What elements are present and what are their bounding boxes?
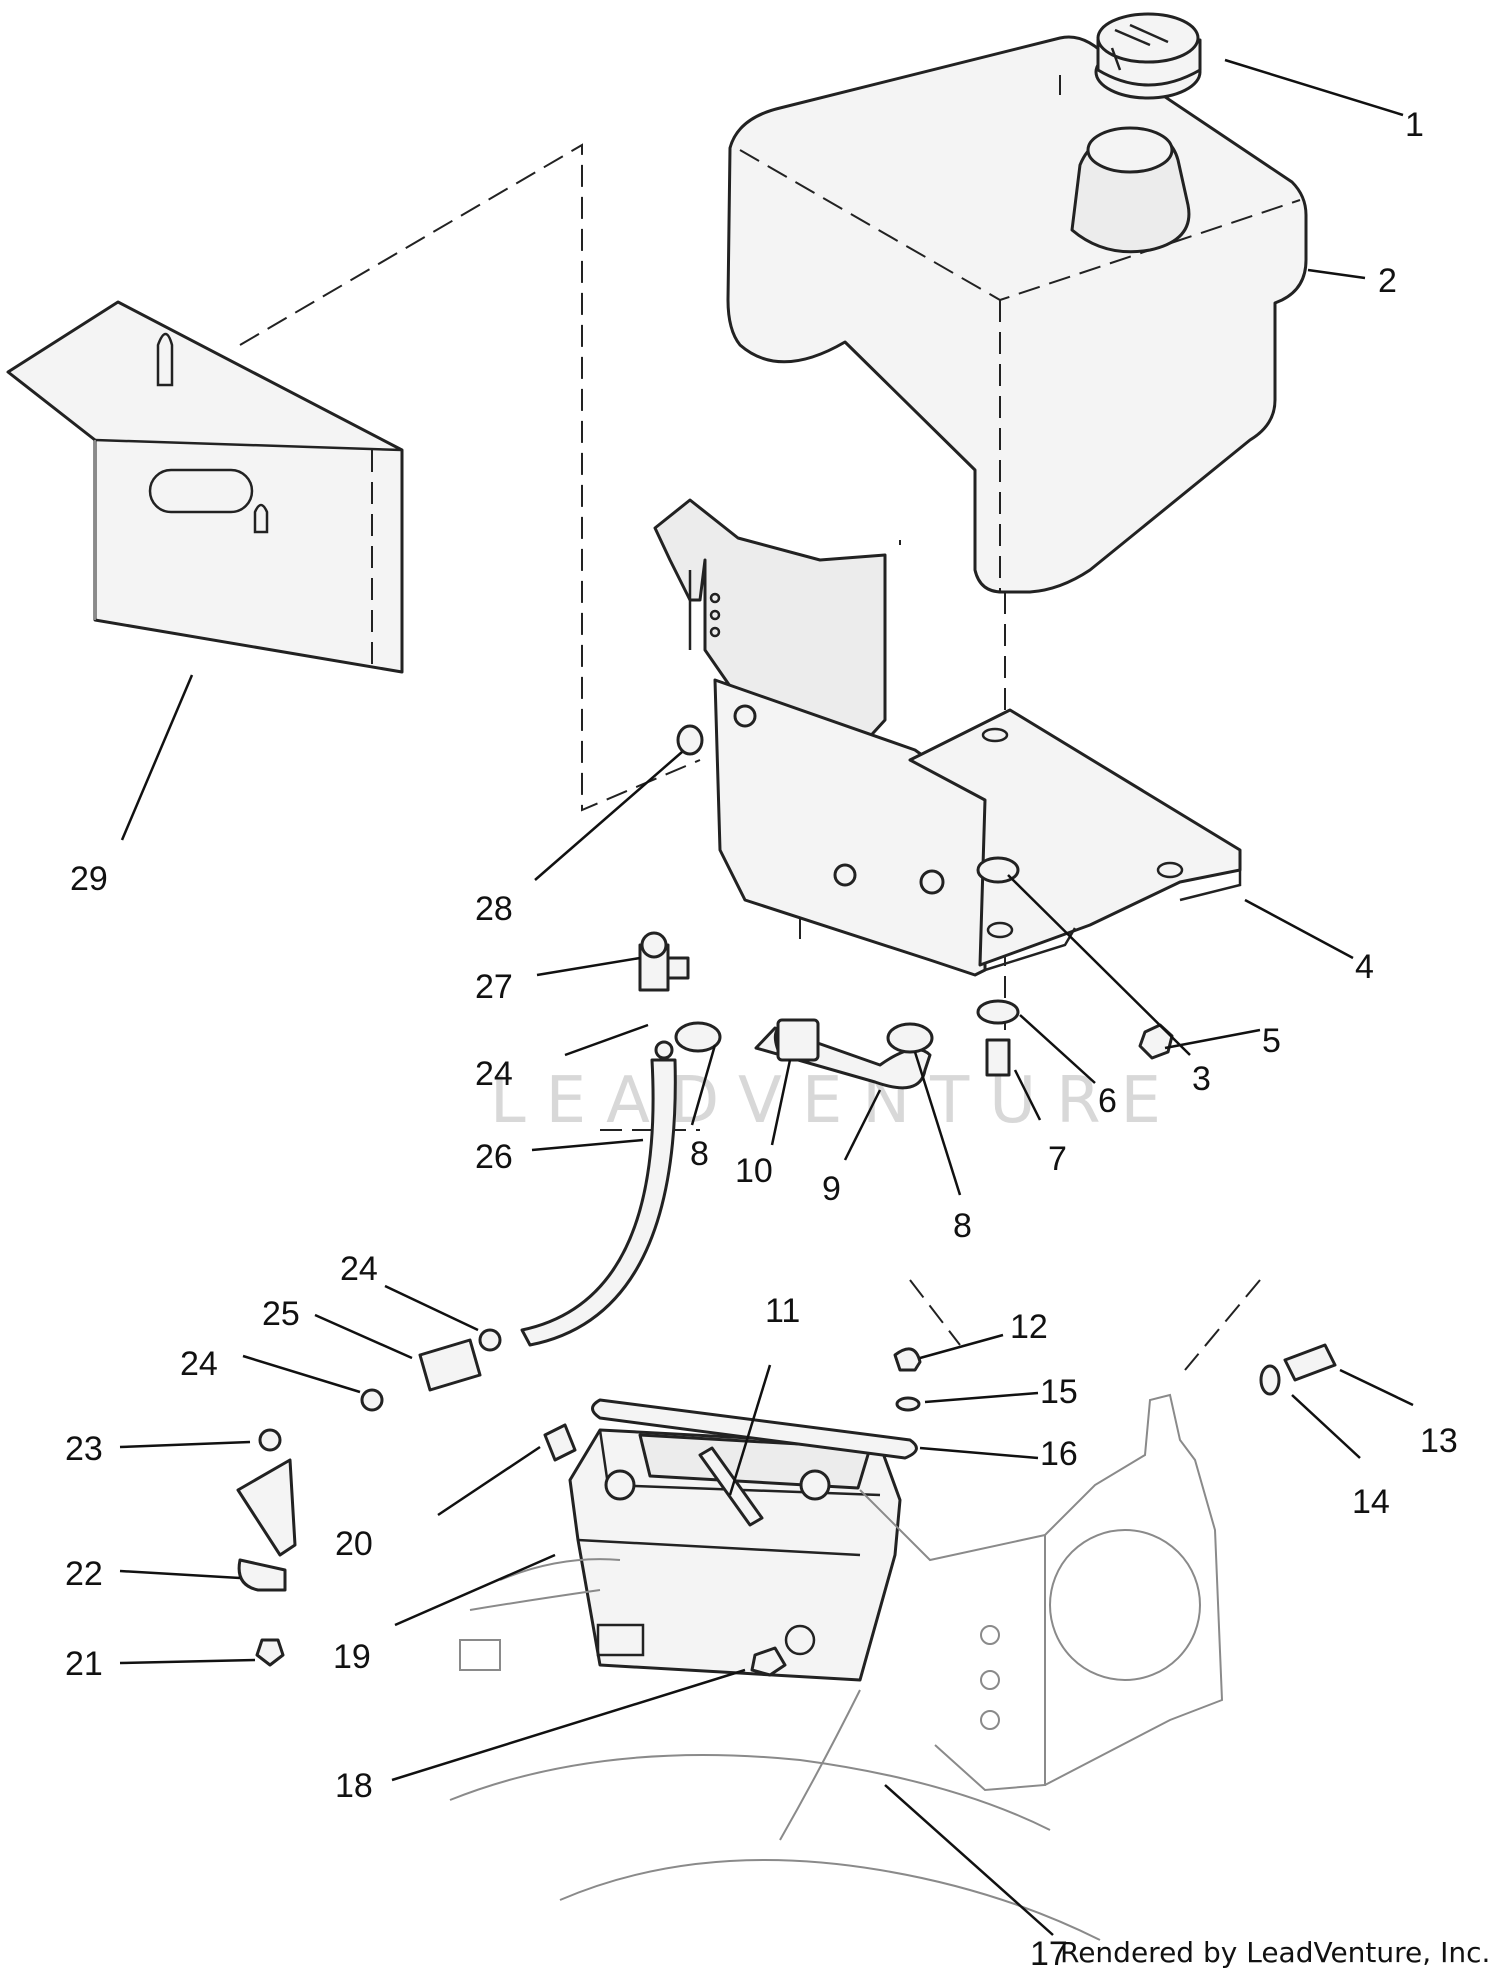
callout-19: 19 [333, 1638, 371, 1676]
wing-nut-part-12 [893, 1347, 922, 1372]
callout-6: 6 [1098, 1082, 1117, 1120]
callout-10: 10 [735, 1152, 773, 1190]
callout-9: 9 [822, 1170, 841, 1208]
clamp-part-8a [674, 1021, 722, 1053]
clip-part-24-low [360, 1388, 384, 1412]
watermark: LEADVENTURE [490, 1064, 1181, 1138]
bolt-part-7 [985, 1038, 1011, 1077]
clamp-part-22 [237, 1558, 287, 1592]
callout-21: 21 [65, 1645, 103, 1683]
callout-11: 11 [765, 1292, 800, 1330]
washer-part-15 [895, 1396, 921, 1412]
clip-part-24-top [654, 1040, 674, 1060]
bolt-part-20 [543, 1423, 577, 1462]
callout-24c: 24 [180, 1345, 218, 1383]
fuel-cap-part-1 [1094, 12, 1202, 100]
nut-part-18 [750, 1646, 787, 1677]
callout-1: 1 [1405, 106, 1424, 144]
callout-17: 17 [1030, 1935, 1068, 1973]
clamp-bracket-parts-21-23 [236, 1428, 297, 1667]
callout-16: 16 [1040, 1435, 1078, 1473]
nut-part-21 [255, 1638, 285, 1667]
callout-22: 22 [65, 1555, 103, 1593]
bolt-part-13 [1283, 1343, 1337, 1382]
fuel-hose-part-9-10 [674, 1018, 934, 1090]
callout-25: 25 [262, 1295, 300, 1333]
battery-hardware [543, 1343, 1337, 1677]
callout-13: 13 [1420, 1422, 1458, 1460]
callout-15: 15 [1040, 1373, 1078, 1411]
mount-bracket-part-4 [653, 498, 1242, 977]
callout-29: 29 [70, 860, 108, 898]
callout-18: 18 [335, 1767, 373, 1805]
callout-5: 5 [1262, 1022, 1281, 1060]
washer-part-14 [1259, 1364, 1281, 1396]
battery-part-19 [459, 1398, 918, 1682]
callout-26: 26 [475, 1138, 513, 1176]
shield-part-29 [6, 300, 404, 674]
callout-23: 23 [65, 1430, 103, 1468]
nut-part-5 [1138, 1023, 1174, 1060]
callout-7: 7 [1048, 1140, 1067, 1178]
credit-text: Rendered by LeadVenture, Inc. [1060, 1936, 1490, 1969]
clamp-part-8b [886, 1022, 934, 1054]
washer-part-6 [976, 999, 1020, 1025]
callout-8b: 8 [953, 1207, 972, 1245]
fuel-tank-part-2 [726, 35, 1308, 594]
callout-14: 14 [1352, 1483, 1390, 1521]
clip-part-24-mid [478, 1328, 502, 1352]
fuel-hose-part-26 [520, 1058, 677, 1347]
leader-lines [119, 58, 1414, 1936]
callout-3: 3 [1192, 1060, 1211, 1098]
bolt-part-23 [258, 1428, 282, 1452]
callout-labels: 1 2 3 4 5 6 7 8 8 9 10 11 12 13 14 15 16… [65, 106, 1458, 1973]
callout-2: 2 [1378, 262, 1397, 300]
mower-frame [449, 1393, 1224, 1941]
callout-12: 12 [1010, 1308, 1048, 1346]
callout-27: 27 [475, 968, 513, 1006]
callout-24a: 24 [475, 1055, 513, 1093]
callout-28: 28 [475, 890, 513, 928]
callout-4: 4 [1355, 948, 1374, 986]
fuel-line-assembly [360, 931, 690, 1412]
fuel-filter-part-25 [418, 1338, 482, 1392]
callout-20: 20 [335, 1525, 373, 1563]
callout-8a: 8 [690, 1135, 709, 1173]
callout-24b: 24 [340, 1250, 378, 1288]
grommet-part-28 [676, 724, 704, 756]
